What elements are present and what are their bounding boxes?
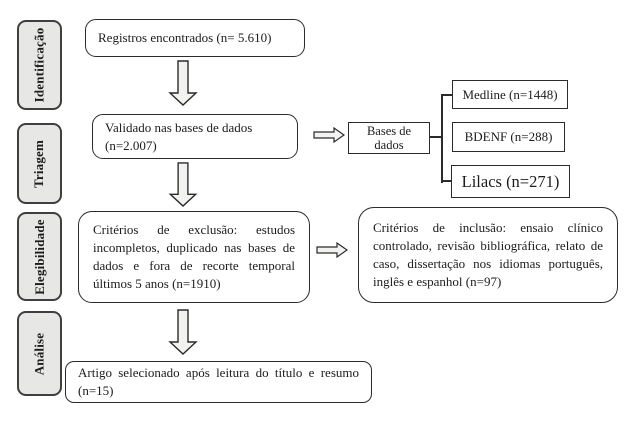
inclusion-box: Critérios de inclusão: ensaio clínico co… [358, 207, 618, 303]
exclusion-box: Critérios de exclusão: estudos incomplet… [78, 211, 310, 303]
selected-box: Artigo selecionado após leitura do títul… [65, 361, 372, 403]
right-arrow-inclusion [316, 242, 348, 258]
down-arrow-1 [168, 60, 198, 106]
stage-identificacao: Identificação [17, 20, 62, 110]
databases-box-label: Bases de dados [366, 124, 412, 152]
validated-box: Validado nas bases de dados (n=2.007) [92, 114, 298, 159]
stage-elegibilidade-label: Elegibilidade [31, 218, 47, 295]
stage-identificacao-label: Identificação [31, 27, 47, 103]
right-arrow-databases [313, 127, 345, 143]
stage-analise-label: Análise [31, 332, 47, 375]
records-found-text: Registros encontrados (n= 5.610) [98, 30, 272, 45]
down-arrow-2 [168, 162, 198, 207]
medline-box: Medline (n=1448) [452, 80, 568, 109]
inclusion-text: Critérios de inclusão: ensaio clínico co… [373, 220, 603, 289]
connector-medline-stub [441, 94, 452, 96]
records-found-box: Registros encontrados (n= 5.610) [85, 19, 305, 57]
connector-vertical [441, 94, 443, 183]
databases-box: Bases de dados [348, 122, 430, 154]
stage-elegibilidade: Elegibilidade [17, 212, 62, 301]
stage-analise: Análise [17, 311, 62, 396]
stage-triagem: Triagem [17, 123, 62, 204]
medline-label: Medline (n=1448) [462, 86, 558, 102]
connector-bases-stub [430, 136, 443, 138]
exclusion-text: Critérios de exclusão: estudos incomplet… [93, 222, 295, 291]
down-arrow-3 [168, 309, 198, 355]
validated-text: Validado nas bases de dados (n=2.007) [105, 119, 253, 153]
bdenf-label: BDENF (n=288) [464, 129, 553, 144]
lilacs-box: Lilacs (n=271) [451, 165, 570, 198]
lilacs-label: Lilacs (n=271) [461, 171, 560, 191]
stage-triagem-label: Triagem [31, 139, 47, 188]
bdenf-box: BDENF (n=288) [452, 122, 565, 152]
selected-text: Artigo selecionado após leitura do títul… [78, 365, 359, 398]
connector-lilacs-stub [441, 180, 452, 182]
